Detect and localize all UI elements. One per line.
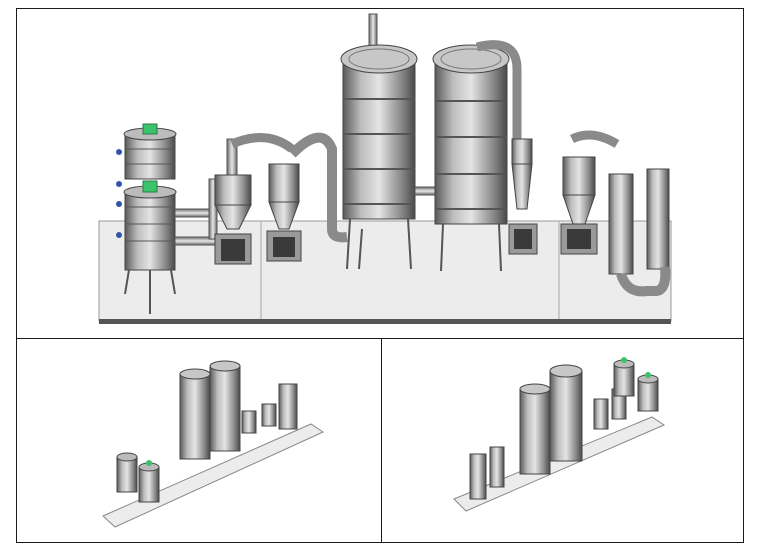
valve-icon xyxy=(116,149,122,155)
small-tank-lower xyxy=(116,149,177,314)
isometric-view-right xyxy=(381,338,744,543)
valve-icon xyxy=(116,232,122,238)
absorption-column-2 xyxy=(432,40,522,272)
cyclone-separator-1 xyxy=(214,174,252,265)
filter-stack xyxy=(608,168,671,297)
cyclone-separator-4 xyxy=(560,130,620,255)
bridge-pipe xyxy=(414,186,436,196)
pipe-network-left xyxy=(174,133,295,246)
front-elevation-view xyxy=(16,8,744,339)
plant-front-drawing xyxy=(98,13,672,324)
iso-small-tanks xyxy=(116,452,160,503)
iso-columns xyxy=(179,360,241,460)
plant-iso-right-drawing xyxy=(453,357,666,512)
plant-iso-left-drawing xyxy=(102,360,325,528)
motor-icon xyxy=(142,180,158,193)
absorption-column-1 xyxy=(340,13,418,270)
motor-icon xyxy=(142,123,158,135)
iso-columns xyxy=(519,364,583,475)
iso-small-tanks xyxy=(613,357,659,412)
iso-cyclones xyxy=(241,383,298,434)
valve-icon xyxy=(116,181,122,187)
small-tank-upper xyxy=(123,123,177,180)
isometric-view-left xyxy=(16,338,382,543)
valve-icon xyxy=(116,201,122,207)
iso-filter-stack xyxy=(469,446,505,500)
cyclone-separator-2 xyxy=(266,132,348,262)
cyclone-separator-3 xyxy=(508,138,538,255)
